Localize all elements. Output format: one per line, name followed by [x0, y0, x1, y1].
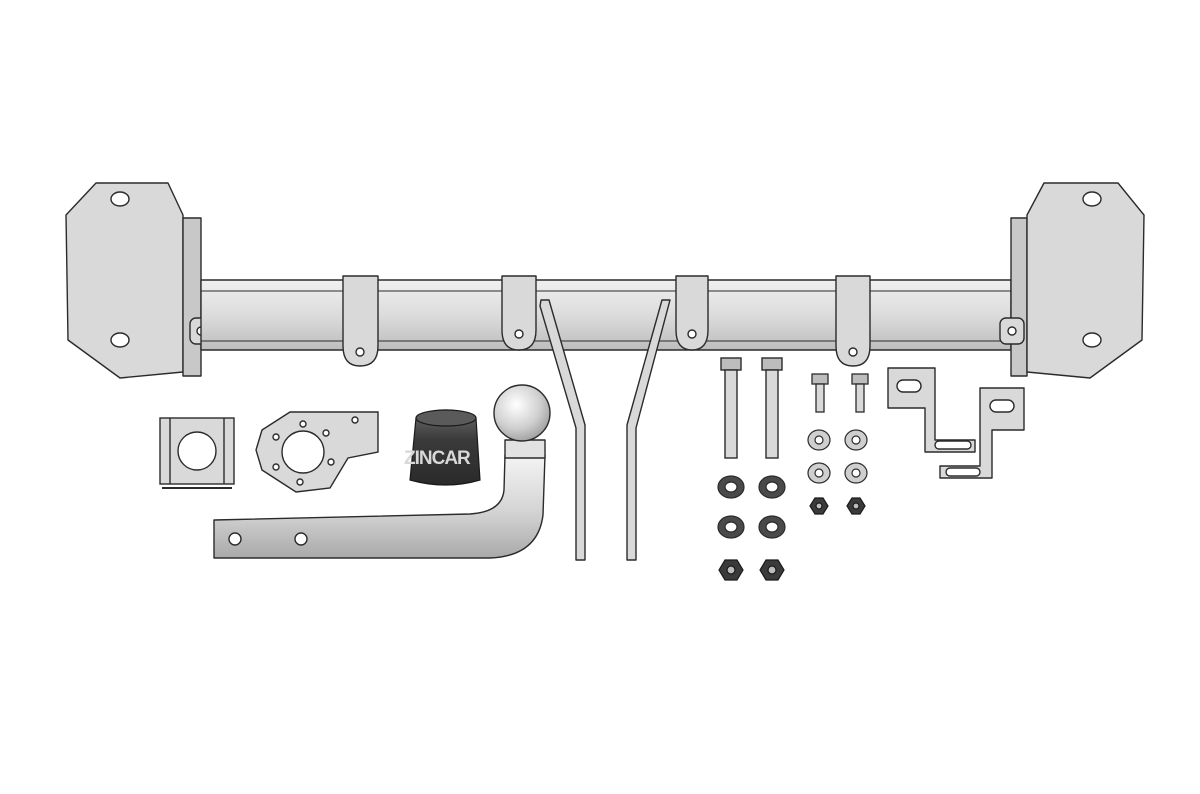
short-bolts: [811, 373, 869, 413]
right-side-plate: [999, 182, 1145, 379]
washer-icon: [758, 515, 786, 539]
angle-bracket-icon: [887, 367, 976, 453]
socket-cover-bracket: [159, 417, 235, 489]
large-nuts: [718, 559, 785, 581]
support-strap-right: [626, 299, 671, 561]
bolt-icon: [720, 357, 742, 459]
support-strap-left: [539, 299, 586, 561]
small-nuts: [809, 497, 866, 515]
nut-icon: [759, 559, 785, 581]
tow-ball-neck: [213, 384, 551, 559]
nut-icon: [718, 559, 744, 581]
long-bolts: [720, 357, 783, 459]
nut-icon: [846, 497, 866, 515]
washer-icon: [717, 515, 745, 539]
washer-icon: [758, 475, 786, 499]
bolt-icon: [851, 373, 869, 413]
bolt-icon: [761, 357, 783, 459]
small-washers: [807, 429, 868, 484]
beam-clamp-1: [342, 275, 379, 367]
bolt-icon: [811, 373, 829, 413]
brand-logo-text: ZINCAR: [404, 448, 471, 469]
angle-bracket-icon: [939, 387, 1025, 479]
tow-ball-cap: ZINCAR: [404, 409, 481, 486]
nut-icon: [809, 497, 829, 515]
washer-icon: [844, 429, 868, 451]
washer-icon: [844, 462, 868, 484]
washer-icon: [717, 475, 745, 499]
washer-icon: [807, 462, 831, 484]
angle-brackets: [887, 367, 1025, 479]
large-washers: [717, 475, 786, 539]
beam-clamp-3: [675, 275, 709, 351]
socket-plate: [255, 411, 379, 493]
crossbar: [65, 182, 1145, 379]
left-side-plate: [65, 182, 213, 379]
crossbar-beam: [200, 279, 1012, 351]
beam-clamp-4: [835, 275, 871, 367]
washer-icon: [807, 429, 831, 451]
beam-clamp-2: [501, 275, 537, 351]
